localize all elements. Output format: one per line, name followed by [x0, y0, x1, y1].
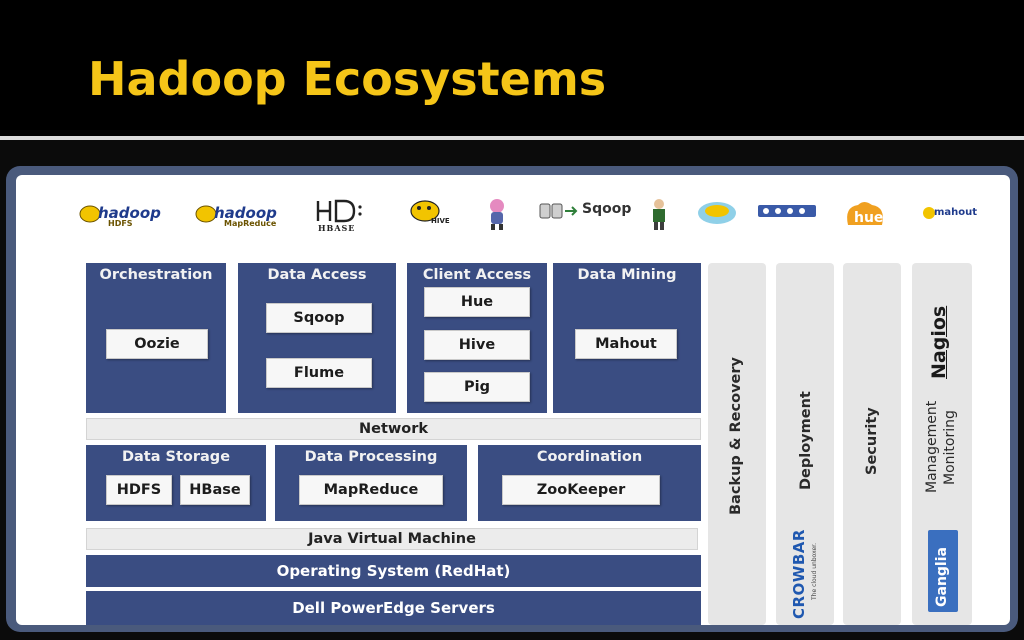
data-storage-title: Data Storage: [121, 449, 231, 465]
hadoop-mapreduce-logo: hadoop MapReduce: [194, 203, 284, 229]
oozie-item: Oozie: [106, 329, 208, 359]
jvm-band: Java Virtual Machine: [86, 528, 698, 550]
coordination-box: Coordination ZooKeeper: [478, 445, 701, 521]
zookeeper-logo: [758, 204, 816, 218]
hbase-logo-text: HBASE: [318, 223, 356, 233]
hdfs-item: HDFS: [106, 475, 172, 505]
crowbar-logo: CROWBAR: [790, 529, 808, 619]
hive-logo: HIVE: [409, 199, 453, 229]
data-storage-box: Data Storage HDFS HBase: [86, 445, 266, 521]
hadoop-mapreduce-logo-sub: MapReduce: [224, 219, 277, 228]
sqoop-item: Sqoop: [266, 303, 372, 333]
crowbar-logo-tagline: The cloud unboxer.: [811, 542, 818, 600]
title-bar: [0, 0, 1024, 135]
data-access-title: Data Access: [267, 267, 367, 283]
mahout-logo: mahout: [922, 205, 977, 221]
data-mining-title: Data Mining: [577, 267, 677, 283]
network-band: Network: [86, 418, 701, 440]
os-band: Operating System (RedHat): [86, 555, 701, 587]
hadoop-hdfs-logo-text: hadoop: [98, 204, 161, 222]
management-label: Management: [924, 400, 940, 493]
flume-logo: [696, 199, 738, 227]
nagios-logo: Nagios: [928, 305, 950, 379]
oozie-logo: [646, 197, 672, 231]
title-divider: [0, 136, 1024, 140]
client-access-box: Client Access Hue Hive Pig: [407, 263, 547, 413]
hive-logo-text: HIVE: [431, 217, 450, 225]
orchestration-title: Orchestration: [99, 267, 213, 283]
hadoop-hdfs-logo: hadoop HDFS: [78, 203, 166, 229]
sqoop-logo: Sqoop: [538, 201, 631, 221]
backup-recovery-label: Backup & Recovery: [728, 357, 744, 515]
servers-band: Dell PowerEdge Servers: [86, 591, 701, 625]
data-access-box: Data Access Sqoop Flume: [238, 263, 396, 413]
data-mining-box: Data Mining Mahout: [553, 263, 701, 413]
page-title: Hadoop Ecosystems: [88, 52, 607, 106]
sqoop-logo-text: Sqoop: [582, 201, 632, 217]
client-access-title: Client Access: [422, 267, 532, 283]
data-processing-title: Data Processing: [304, 449, 438, 465]
pig-item: Pig: [424, 372, 530, 402]
flume-item: Flume: [266, 358, 372, 388]
security-column: [843, 263, 901, 625]
monitoring-label: Monitoring: [942, 410, 958, 485]
hadoop-mapreduce-logo-text: hadoop: [214, 204, 277, 222]
zookeeper-item: ZooKeeper: [502, 475, 660, 505]
hbase-logo: HBASE: [314, 199, 364, 233]
hbase-item: HBase: [180, 475, 250, 505]
hive-item: Hive: [424, 330, 530, 360]
diagram-panel: hadoop HDFS hadoop MapReduce HBASE HIVE: [16, 175, 1010, 625]
security-label: Security: [864, 407, 880, 475]
deployment-column: [776, 263, 834, 625]
ganglia-logo-bg: [928, 530, 958, 612]
deployment-label: Deployment: [798, 391, 814, 490]
hadoop-hdfs-logo-sub: HDFS: [108, 219, 133, 228]
hue-logo: hue: [844, 199, 886, 231]
coordination-title: Coordination: [536, 449, 643, 465]
hue-item: Hue: [424, 287, 530, 317]
backup-recovery-column: [708, 263, 766, 625]
hue-logo-text: hue: [854, 210, 884, 226]
orchestration-box: Orchestration Oozie: [86, 263, 226, 413]
ganglia-logo: Ganglia: [934, 547, 950, 607]
mahout-logo-text: mahout: [934, 207, 978, 218]
mapreduce-item: MapReduce: [299, 475, 443, 505]
data-processing-box: Data Processing MapReduce: [275, 445, 467, 521]
pig-logo: [486, 197, 508, 231]
mahout-item: Mahout: [575, 329, 677, 359]
